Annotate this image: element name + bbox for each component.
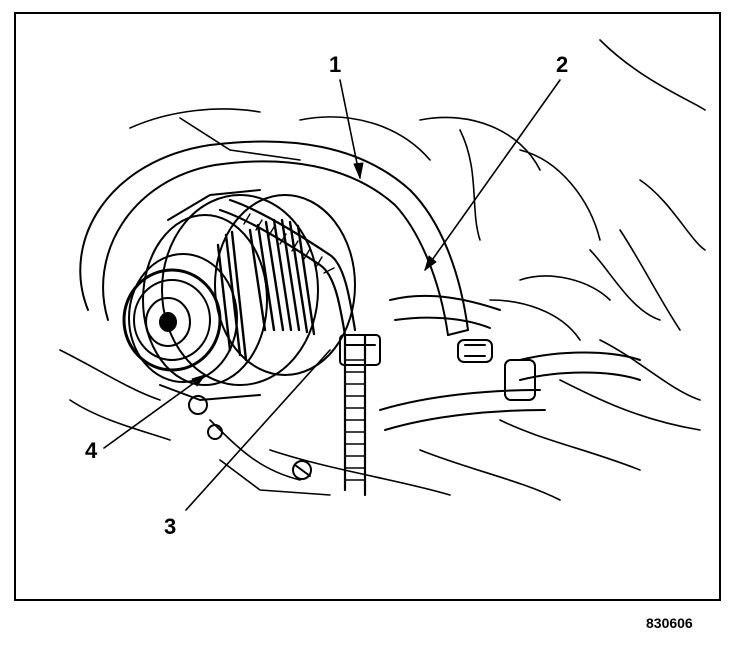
callout-label-1: 1 bbox=[329, 52, 342, 77]
callout-label-4: 4 bbox=[85, 438, 98, 463]
callout-label-3: 3 bbox=[164, 514, 177, 539]
engine-background bbox=[59, 39, 706, 501]
lower-hoses bbox=[379, 294, 641, 431]
figure-id: 830606 bbox=[646, 615, 693, 631]
hose-clamp bbox=[457, 339, 493, 363]
callout-leaders bbox=[103, 79, 561, 511]
callout-label-2: 2 bbox=[556, 52, 569, 77]
diagram-frame bbox=[14, 12, 721, 601]
alternator-body bbox=[142, 189, 356, 401]
callout-arrowheads bbox=[191, 162, 437, 387]
harness-ribs bbox=[243, 213, 366, 481]
harness-connector bbox=[339, 334, 381, 366]
alternator-pulley bbox=[122, 253, 238, 383]
upper-hose bbox=[79, 140, 469, 336]
mounting-bolts bbox=[188, 395, 312, 480]
